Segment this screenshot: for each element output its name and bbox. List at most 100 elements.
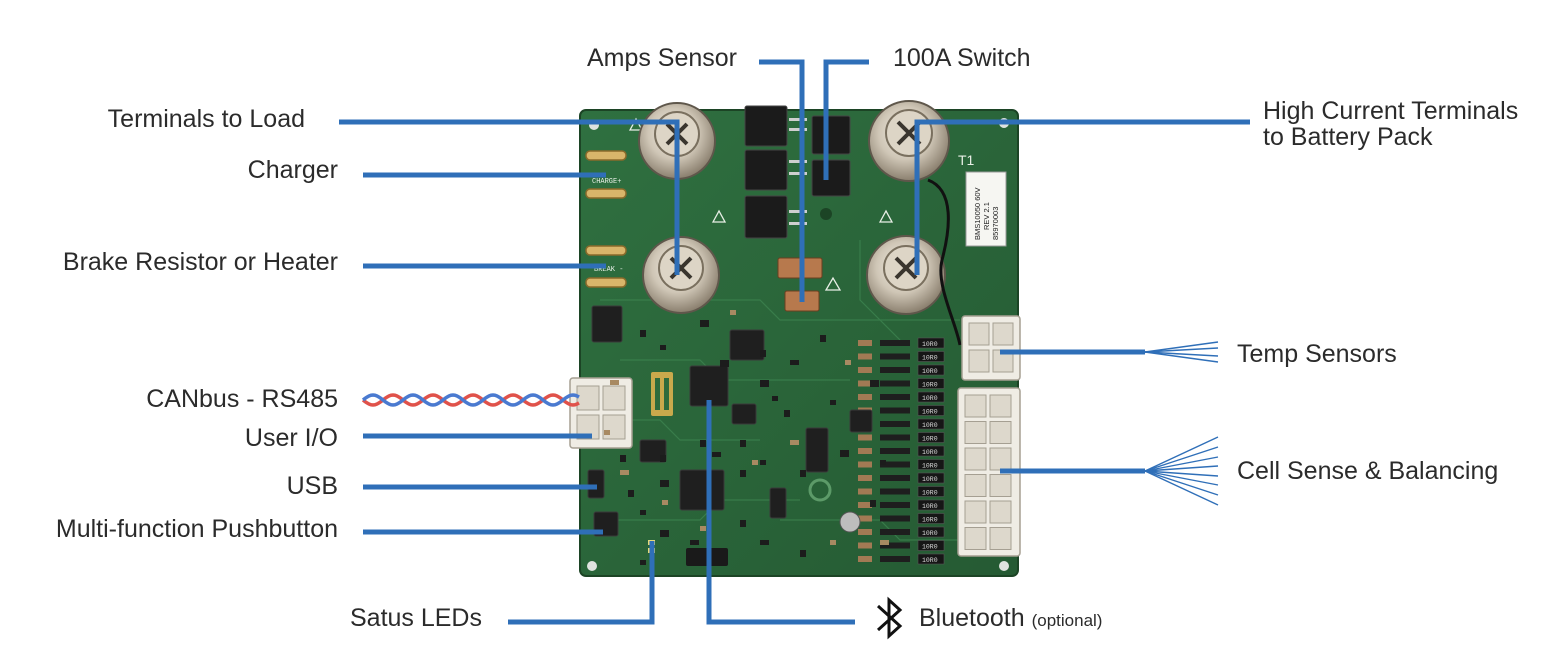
balancing-resistor: 10R0 — [858, 337, 945, 349]
svg-text:BMS10050 60V: BMS10050 60V — [973, 187, 982, 240]
svg-text:10R0: 10R0 — [922, 530, 938, 537]
bluetooth-antenna — [651, 372, 673, 416]
smd-part — [800, 470, 806, 477]
label-user-io: User I/O — [244, 424, 338, 452]
smd-part — [870, 380, 879, 387]
smd-part — [830, 540, 836, 545]
connector-cell — [989, 474, 1012, 497]
cell-sense-wire — [1144, 470, 1219, 506]
smd-part — [870, 500, 876, 507]
canbus-connector — [569, 377, 633, 449]
smd-part — [700, 440, 706, 447]
label-cell-sense: Cell Sense & Balancing — [1237, 457, 1499, 485]
temp-sensor-wire — [1144, 341, 1219, 353]
smd-part — [628, 490, 634, 497]
leader-terminals-to-load — [339, 119, 680, 275]
connector-cell — [989, 527, 1012, 550]
balancing-resistor: 10R0 — [858, 540, 945, 551]
smd-components — [604, 310, 889, 565]
smd-part — [740, 470, 746, 477]
smd-part — [660, 345, 666, 350]
svg-text:10R0: 10R0 — [922, 355, 938, 362]
cell-sense-wire — [1144, 465, 1219, 472]
smd-part — [760, 460, 766, 465]
smd-part — [700, 526, 706, 531]
svg-text:10R0: 10R0 — [922, 476, 938, 483]
temp-sensor-wire — [1144, 347, 1219, 353]
svg-text:10R0: 10R0 — [922, 463, 938, 470]
mount-hole — [808, 478, 832, 502]
silk-charge: CHARGE+ — [592, 178, 621, 186]
balancing-resistor: 10R0 — [858, 378, 945, 389]
smd-part — [772, 396, 778, 401]
smd-part — [760, 350, 766, 357]
connector-cell — [964, 474, 987, 497]
balancing-resistor: 10R0 — [858, 526, 945, 538]
label-terminals-to-load: Terminals to Load — [107, 105, 305, 133]
temp-sensor-wire — [1144, 351, 1219, 357]
label-high-current-terminals: High Current Terminals to Battery Pack — [1263, 95, 1518, 153]
smd-part — [604, 430, 610, 435]
svg-text:10R0: 10R0 — [922, 422, 938, 429]
temp-sensor-connector — [961, 315, 1021, 381]
mount-hole — [820, 208, 832, 220]
connector-cell — [989, 394, 1012, 418]
label-pushbutton: Multi-function Pushbutton — [55, 515, 338, 543]
svg-text:10R0: 10R0 — [922, 449, 938, 456]
smd-part — [640, 510, 646, 515]
connector-cell — [964, 527, 987, 550]
pcb-board — [579, 109, 1019, 577]
silk-break: BREAK - — [594, 266, 623, 274]
smd-part — [820, 335, 826, 342]
canbus-wire-blue — [361, 393, 580, 407]
smd-part — [700, 320, 709, 327]
cell-sense-wire — [1144, 456, 1219, 472]
bolt-terminal-bottom-right — [866, 235, 946, 315]
bolt-terminal-top-right — [868, 100, 950, 182]
balancing-resistor: 10R0 — [858, 513, 945, 524]
connector-cell — [989, 447, 1012, 471]
cell-sense-wire — [1144, 470, 1219, 486]
svg-text:10R0: 10R0 — [922, 517, 938, 524]
label-charger: Charger — [247, 156, 338, 184]
connector-cell — [989, 500, 1012, 524]
bluetooth-icon — [876, 596, 903, 640]
smd-part — [610, 380, 619, 385]
smd-part — [690, 540, 699, 545]
ic-chips — [587, 305, 873, 537]
smd-part — [760, 380, 769, 387]
smd-part — [660, 480, 669, 487]
capacitor — [839, 511, 861, 533]
connector-cell — [964, 447, 987, 471]
connector-cell — [964, 421, 987, 444]
wire-fans — [1144, 341, 1219, 506]
mount-hole — [587, 561, 597, 571]
leader-amps-sensor — [759, 59, 805, 302]
spade-terminals — [585, 150, 627, 288]
smd-part — [730, 310, 736, 315]
balancing-resistor: 10R0 — [858, 459, 945, 470]
label-status-leds: Satus LEDs — [349, 604, 482, 632]
high-current-line-1: High Current Terminals — [1263, 97, 1519, 125]
silk-t1: T1 — [958, 152, 975, 168]
smd-part — [800, 550, 806, 557]
label-amps-sensor: Amps Sensor — [586, 44, 737, 72]
svg-text:10R0: 10R0 — [922, 395, 938, 402]
svg-text:10R0: 10R0 — [922, 409, 938, 416]
smd-part — [752, 460, 758, 465]
balancing-resistor: 10R0 — [858, 351, 945, 362]
smd-part — [790, 440, 799, 445]
leader-bluetooth — [706, 400, 855, 625]
svg-text:10R0: 10R0 — [922, 544, 938, 551]
smd-part — [760, 540, 769, 545]
smd-part — [640, 330, 646, 337]
bluetooth-optional-text: (optional) — [1031, 611, 1103, 630]
svg-text:REV 2.1: REV 2.1 — [982, 202, 991, 230]
svg-text:10R0: 10R0 — [922, 382, 938, 389]
label-brake-resistor: Brake Resistor or Heater — [62, 248, 338, 276]
label-100a-switch: 100A Switch — [893, 44, 1031, 72]
svg-text:10R0: 10R0 — [922, 341, 938, 348]
cell-sense-wire — [1144, 470, 1219, 477]
smd-part — [720, 360, 729, 367]
